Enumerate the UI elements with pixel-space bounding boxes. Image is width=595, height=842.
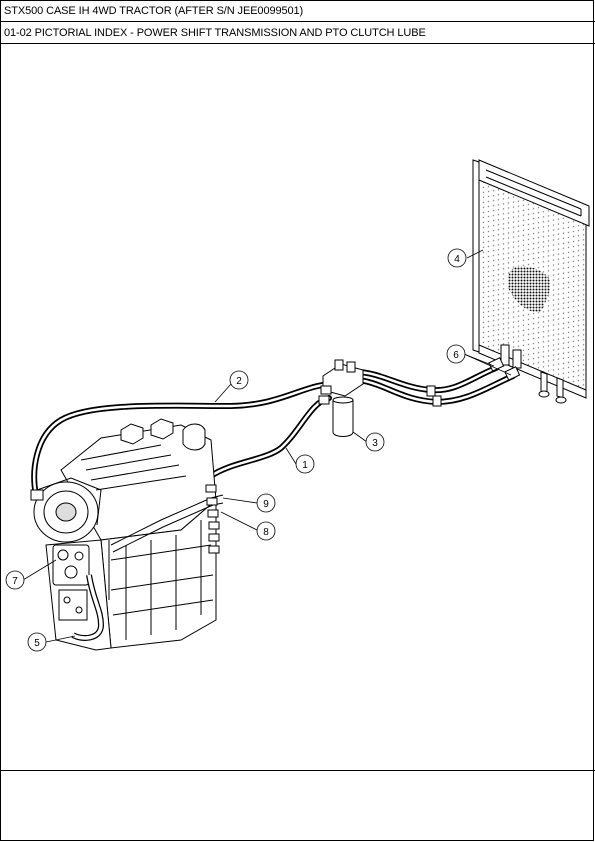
- callout-1: 1: [295, 454, 315, 474]
- callout-label: 6: [453, 350, 459, 361]
- lube-filter: [318, 359, 364, 437]
- callout-label: 1: [302, 460, 308, 471]
- callouts: [22, 249, 512, 643]
- hoses: [31, 357, 521, 498]
- callout-label: 9: [263, 499, 269, 510]
- footer-divider: [0, 770, 595, 771]
- callout-label: 3: [372, 438, 378, 449]
- callout-5: 5: [27, 632, 47, 652]
- callout-3: 3: [365, 432, 385, 452]
- callout-label: 5: [34, 638, 40, 649]
- oil-cooler: [472, 159, 590, 404]
- callout-label: 7: [12, 576, 18, 587]
- parts-diagram: 1 2 3 4 5 6 7 8: [5, 159, 590, 652]
- document-title: STX500 CASE IH 4WD TRACTOR (AFTER S/N JE…: [0, 0, 595, 22]
- callout-2: 2: [229, 370, 249, 390]
- callout-label: 2: [236, 376, 242, 387]
- callout-7: 7: [5, 570, 25, 590]
- callout-bubbles: 1 2 3 4 5 6 7 8: [5, 248, 467, 652]
- callout-8: 8: [256, 521, 276, 541]
- callout-6: 6: [446, 344, 466, 364]
- callout-label: 8: [263, 527, 269, 538]
- transmission: [30, 418, 224, 651]
- section-title: 01-02 PICTORIAL INDEX - POWER SHIFT TRAN…: [0, 22, 595, 44]
- callout-label: 4: [454, 254, 460, 265]
- callout-4: 4: [447, 248, 467, 268]
- callout-9: 9: [256, 493, 276, 513]
